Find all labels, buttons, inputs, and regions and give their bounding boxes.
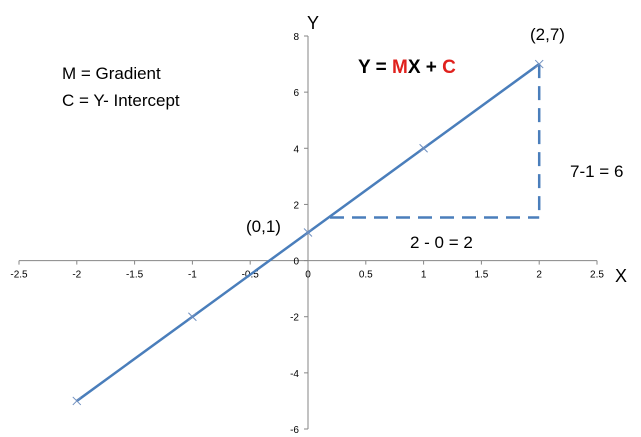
- legend-intercept: C = Y- Intercept: [62, 91, 180, 110]
- y-tick-label: 0: [293, 257, 299, 268]
- equation-equals: =: [370, 57, 392, 78]
- equation-x: X: [408, 57, 421, 78]
- x-tick-label: -2: [72, 270, 81, 281]
- data-point-marker: [188, 312, 197, 322]
- x-tick-label: 0: [305, 270, 311, 281]
- marker-stroke: [72, 396, 82, 406]
- y-tick-label: 6: [293, 88, 299, 99]
- data-point-marker: [303, 228, 313, 237]
- marker-stroke: [188, 312, 197, 322]
- series: [72, 59, 544, 406]
- x-tick-label: 2.5: [590, 270, 604, 281]
- data-point-marker: [419, 143, 428, 153]
- data-point-marker: [534, 59, 544, 69]
- x-tick-label: 0.5: [359, 270, 373, 281]
- marker-stroke: [419, 143, 428, 153]
- x-axis-title: X: [615, 266, 627, 286]
- data-point-marker: [72, 396, 82, 406]
- x-tick-label: -1: [188, 270, 197, 281]
- point-label-2-7: (2,7): [530, 25, 565, 44]
- gradient-guides: [330, 64, 541, 219]
- marker-stroke: [303, 228, 313, 237]
- y-tick-label: 2: [293, 200, 299, 211]
- rise-label: 7-1 = 6: [570, 162, 623, 181]
- x-tick-label: 2: [536, 270, 542, 281]
- equation-y: Y: [358, 57, 371, 78]
- point-label-0-1: (0,1): [246, 217, 281, 236]
- legend-gradient: M = Gradient: [62, 64, 161, 83]
- y-tick-label: 8: [293, 32, 299, 43]
- run-label: 2 - 0 = 2: [410, 233, 473, 252]
- y-tick-label: -4: [290, 369, 299, 380]
- marker-stroke: [534, 59, 544, 69]
- equation-c: C: [442, 57, 456, 78]
- equation: Y = MX + C: [358, 57, 456, 78]
- x-tick-label: -2.5: [10, 270, 28, 281]
- y-axis-title: Y: [307, 13, 319, 33]
- equation-plus: +: [421, 57, 443, 78]
- y-tick-label: -2: [290, 313, 299, 324]
- axes: [18, 35, 598, 430]
- equation-m: M: [392, 57, 408, 78]
- y-tick-label: 4: [293, 144, 299, 155]
- y-tick-label: -6: [290, 425, 299, 436]
- x-tick-label: 1.5: [474, 270, 488, 281]
- x-tick-label: 1: [421, 270, 427, 281]
- x-tick-label: -1.5: [126, 270, 144, 281]
